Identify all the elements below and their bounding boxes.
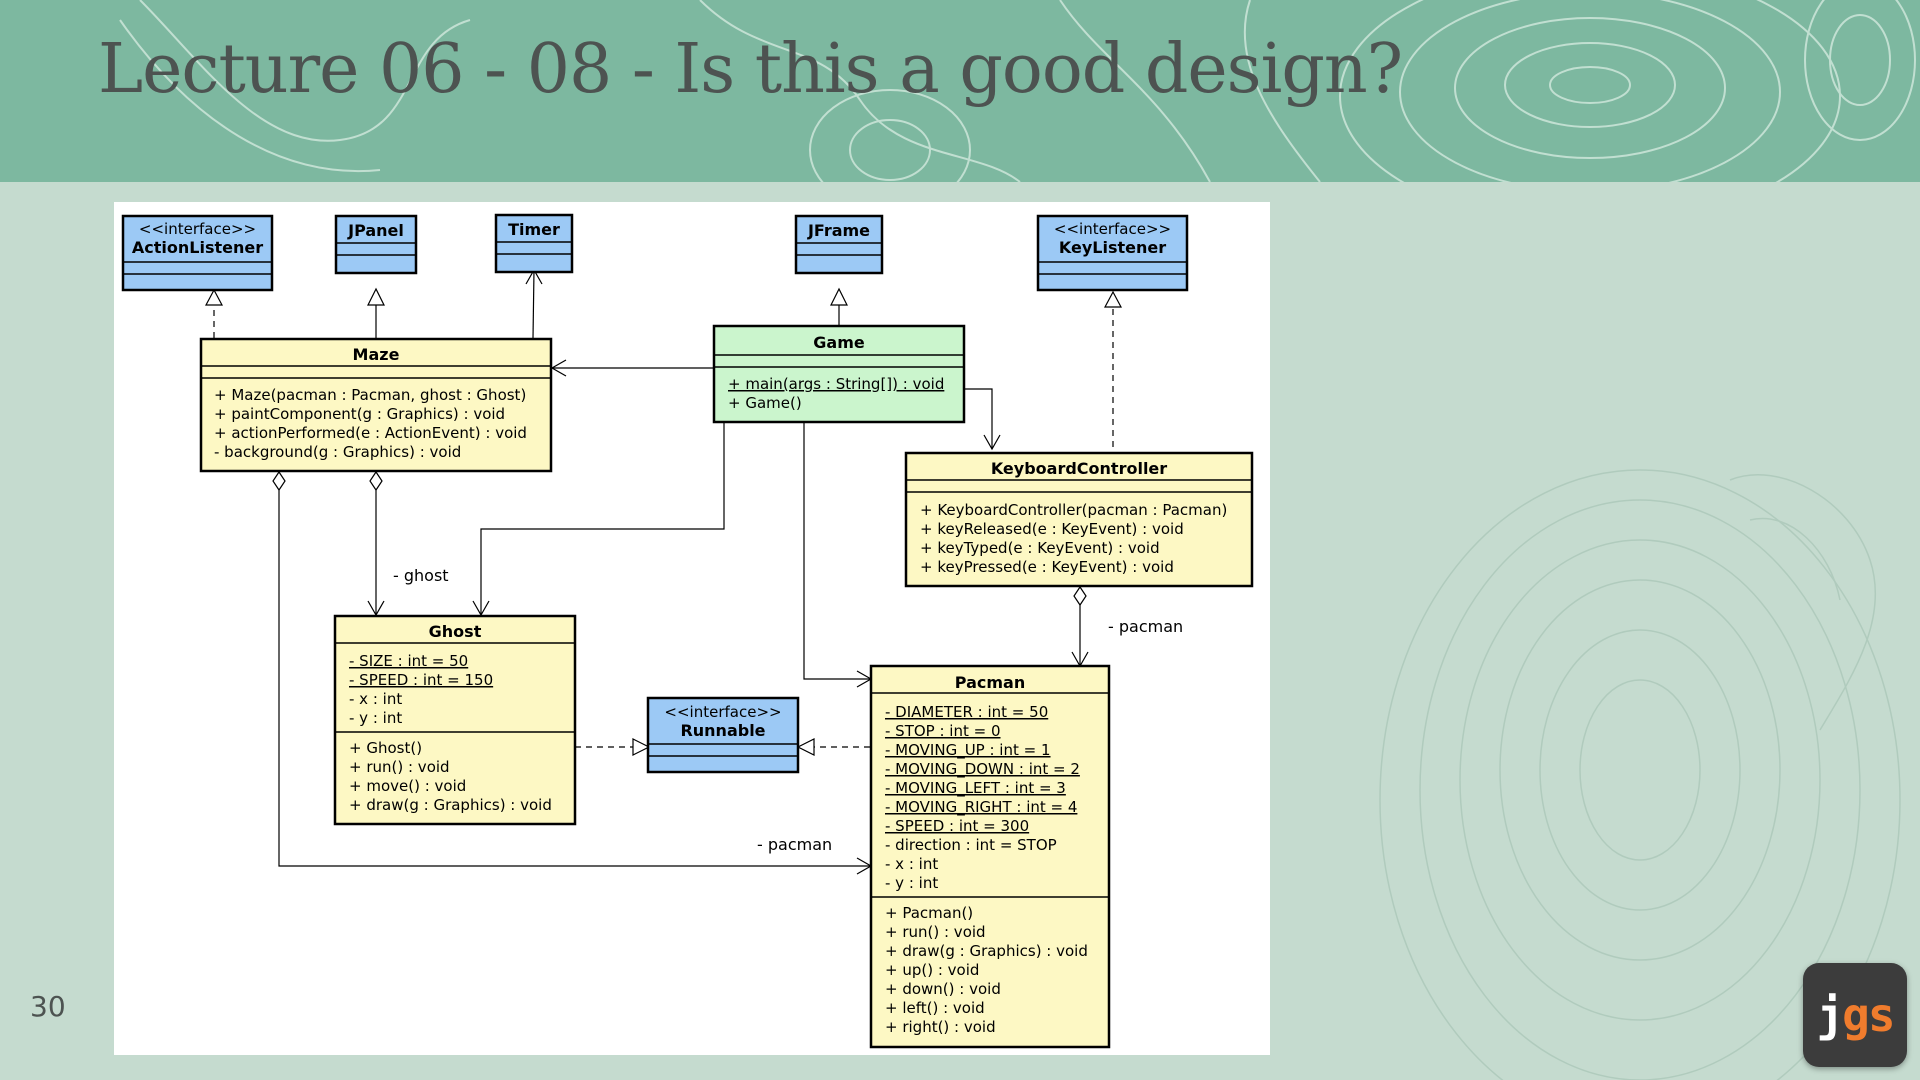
method: + keyPressed(e : KeyEvent) : void: [920, 558, 1174, 576]
method: - background(g : Graphics) : void: [214, 443, 461, 461]
slide-number: 30: [30, 990, 66, 1023]
generalization-arrowhead: [830, 287, 848, 306]
attribute: - x : int: [885, 855, 938, 873]
method: + main(args : String[]) : void: [728, 375, 944, 393]
attribute: - MOVING_UP : int = 1: [885, 741, 1051, 760]
class-name: Game: [813, 333, 865, 352]
realization-arrowhead: [1104, 290, 1122, 308]
maze-pacman-aggregation: [278, 489, 871, 867]
class-name: Ghost: [429, 622, 482, 641]
attribute: - MOVING_LEFT : int = 3: [885, 779, 1066, 798]
stereotype-label: <<interface>>: [139, 220, 256, 238]
aggregation-diamond: [272, 470, 286, 492]
realization-arrowhead: [796, 738, 815, 756]
stereotype-label: <<interface>>: [1054, 220, 1171, 238]
class-keylistener: <<interface>> KeyListener: [1036, 214, 1189, 292]
method: + KeyboardController(pacman : Pacman): [920, 501, 1227, 519]
attribute: - SPEED : int = 300: [885, 817, 1029, 835]
realization-arrowhead: [205, 288, 223, 306]
attribute: - DIAMETER : int = 50: [885, 703, 1048, 721]
method: + left() : void: [885, 999, 985, 1017]
method: + draw(g : Graphics) : void: [349, 796, 552, 814]
method: + Maze(pacman : Pacman, ghost : Ghost): [214, 386, 526, 404]
open-arrowhead: [983, 434, 1001, 451]
generalization-arrowhead: [367, 287, 385, 306]
attribute: - y : int: [885, 874, 938, 892]
method: + Ghost(): [349, 739, 422, 757]
class-name: Timer: [508, 220, 560, 239]
class-pacman: Pacman - DIAMETER : int = 50 - STOP : in…: [869, 664, 1111, 1049]
method: + run() : void: [885, 923, 986, 941]
attribute: - MOVING_RIGHT : int = 4: [885, 798, 1077, 817]
method: + move() : void: [349, 777, 466, 795]
pacman-association-label: - pacman: [1108, 617, 1183, 636]
class-keyboardcontroller: KeyboardController + KeyboardController(…: [904, 451, 1254, 588]
class-name: KeyListener: [1059, 238, 1166, 257]
class-ghost: Ghost - SIZE : int = 50 - SPEED : int = …: [333, 614, 577, 826]
attribute: - x : int: [349, 690, 402, 708]
class-actionlistener: <<interface>> ActionListener: [121, 214, 274, 292]
slide-header: Lecture 06 - 08 - Is this a good design?: [0, 0, 1920, 182]
class-name: Runnable: [680, 721, 765, 740]
maze-timer-association: [532, 269, 535, 339]
aggregation-diamond: [369, 470, 383, 492]
slide-title: Lecture 06 - 08 - Is this a good design?: [98, 30, 1403, 109]
game-keyboard-association: [964, 388, 993, 449]
logo-letters-gs: gs: [1842, 988, 1895, 1042]
class-timer: Timer: [494, 213, 574, 274]
game-ghost-association: [480, 422, 725, 615]
method: + keyReleased(e : KeyEvent) : void: [920, 520, 1184, 538]
method: + right() : void: [885, 1018, 996, 1036]
method: + up() : void: [885, 961, 979, 979]
attribute: - SIZE : int = 50: [349, 652, 468, 670]
class-name: Pacman: [955, 673, 1025, 692]
aggregation-diamond: [1073, 585, 1087, 607]
class-maze: Maze + Maze(pacman : Pacman, ghost : Gho…: [199, 337, 553, 473]
class-jpanel: JPanel: [334, 214, 418, 275]
class-name: Maze: [353, 345, 400, 364]
method: + draw(g : Graphics) : void: [885, 942, 1088, 960]
method: + Pacman(): [885, 904, 973, 922]
class-name: ActionListener: [132, 238, 263, 257]
attribute: - MOVING_DOWN : int = 2: [885, 760, 1080, 779]
stereotype-label: <<interface>>: [664, 703, 781, 721]
method: + actionPerformed(e : ActionEvent) : voi…: [214, 424, 527, 442]
class-game: Game + main(args : String[]) : void + Ga…: [712, 324, 966, 424]
class-name: JPanel: [347, 221, 404, 240]
attribute: - y : int: [349, 709, 402, 727]
method: + down() : void: [885, 980, 1001, 998]
method: + run() : void: [349, 758, 450, 776]
pacman-association-label: - pacman: [757, 835, 832, 854]
uml-class-diagram: - ghost - pacman - pacman <<interface>> …: [114, 202, 1270, 1055]
attribute: - SPEED : int = 150: [349, 671, 493, 689]
game-pacman-association: [803, 422, 871, 680]
ghost-association-label: - ghost: [393, 566, 449, 585]
topographic-pattern: [119, 0, 1916, 182]
method: + paintComponent(g : Graphics) : void: [214, 405, 505, 423]
class-runnable: <<interface>> Runnable: [646, 696, 800, 774]
attribute: - direction : int = STOP: [885, 836, 1057, 854]
relationship-lines: [205, 268, 1122, 875]
class-jframe: JFrame: [794, 214, 884, 275]
logo-letter-j: j: [1816, 988, 1844, 1042]
realization-arrowhead: [632, 738, 651, 756]
method: + keyTyped(e : KeyEvent) : void: [920, 539, 1160, 557]
attribute: - STOP : int = 0: [885, 722, 1001, 740]
class-name: KeyboardController: [991, 459, 1167, 478]
class-name: JFrame: [807, 221, 870, 240]
background-topographic-pattern: [1379, 469, 1901, 1080]
method: + Game(): [728, 394, 802, 412]
